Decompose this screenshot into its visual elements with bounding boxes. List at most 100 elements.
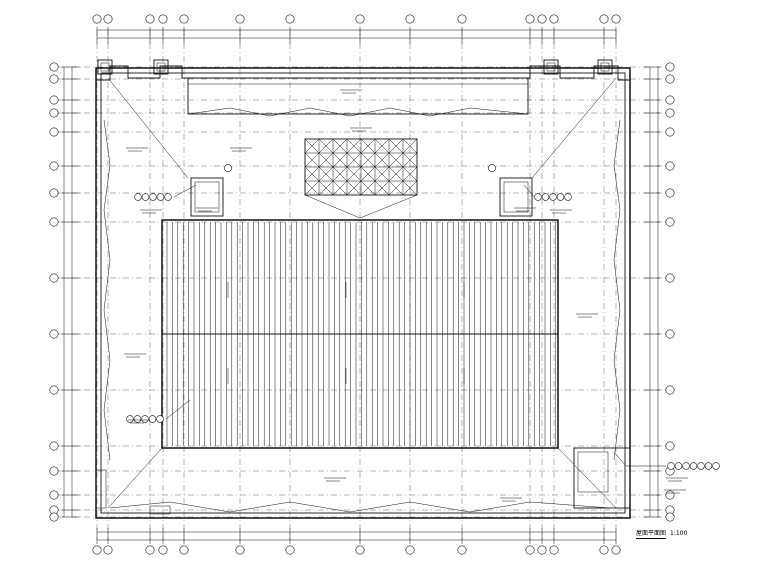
axis-bubble-bottom bbox=[355, 545, 365, 555]
skylight-cell-cross bbox=[374, 152, 390, 168]
axis-bubble-left bbox=[49, 161, 59, 171]
callout-bubble-right-lower bbox=[689, 462, 698, 470]
callout-bubble-left-upper bbox=[134, 193, 142, 201]
main-roof-ribs bbox=[161, 219, 559, 449]
lower-right-room bbox=[95, 447, 631, 515]
axis-bubble-top bbox=[599, 14, 609, 24]
axis-bubble-right bbox=[665, 329, 675, 339]
callout-bubble-right-lower bbox=[697, 462, 705, 470]
callout-bubble-left-lower bbox=[133, 415, 142, 423]
axis-bubble-bottom bbox=[145, 545, 155, 555]
skylight-cell-cross bbox=[318, 166, 334, 182]
axis-bubble-right bbox=[665, 108, 675, 118]
dimension-lines bbox=[62, 27, 660, 544]
axis-bubble-left bbox=[49, 74, 59, 84]
skylight-grid bbox=[304, 138, 418, 196]
corner-details bbox=[97, 59, 613, 75]
skylight-cell-cross bbox=[388, 180, 404, 196]
axis-bubble-top bbox=[549, 14, 559, 24]
callout-bubble-right-lower bbox=[667, 462, 675, 470]
callout-bubble-right-lower bbox=[704, 462, 713, 470]
axis-bubble-top bbox=[145, 14, 155, 24]
axis-bubble-bottom bbox=[285, 545, 295, 555]
axis-bubble-right bbox=[665, 273, 675, 283]
skylight-cell-cross bbox=[304, 152, 320, 168]
skylight-cell-cross bbox=[388, 138, 404, 154]
axis-bubble-bottom bbox=[235, 545, 245, 555]
skylight-cell-cross bbox=[374, 138, 390, 154]
axis-bubble-bottom bbox=[611, 545, 621, 555]
callout-bubble-right-upper bbox=[556, 193, 565, 201]
axis-bubble-right bbox=[665, 74, 675, 84]
axis-bubble-bottom bbox=[179, 545, 189, 555]
axis-grid-lines bbox=[58, 30, 668, 540]
axis-bubble-bottom bbox=[158, 545, 168, 555]
skylight-cell-cross bbox=[360, 152, 376, 168]
callout-bubble-left-lower bbox=[156, 415, 164, 423]
skylight-cell-cross bbox=[332, 152, 348, 168]
axis-bubble-left bbox=[49, 217, 59, 227]
skylight-cell-cross bbox=[318, 138, 334, 154]
axis-bubble-top bbox=[92, 14, 102, 24]
axis-bubble-bottom bbox=[549, 545, 559, 555]
axis-bubble-top bbox=[235, 14, 245, 24]
annotation-marks bbox=[124, 89, 688, 502]
skylight-cell-cross bbox=[346, 166, 362, 182]
axis-bubble-left bbox=[49, 127, 59, 137]
axis-bubble-right bbox=[665, 217, 675, 227]
skylight-cell-cross bbox=[402, 180, 418, 196]
skylight-cell-cross bbox=[318, 152, 334, 168]
axis-bubble-left bbox=[49, 441, 59, 451]
axis-bubble-right bbox=[665, 161, 675, 171]
axis-bubble-right bbox=[665, 512, 675, 522]
axis-bubble-top bbox=[405, 14, 415, 24]
axis-bubble-top bbox=[525, 14, 535, 24]
callout-bubbles bbox=[126, 164, 720, 470]
callout-bubble-left-upper bbox=[141, 193, 150, 201]
axis-bubbles bbox=[49, 14, 675, 555]
callout-bubble-right-upper bbox=[549, 193, 557, 201]
axis-bubble-left bbox=[49, 329, 59, 339]
axis-bubble-right bbox=[665, 490, 675, 500]
axis-bubble-left bbox=[49, 108, 59, 118]
skylight-cell-cross bbox=[388, 166, 404, 182]
callout-bubble-left-lower bbox=[148, 415, 157, 423]
title-block: 屋面平面图 1:100 bbox=[636, 528, 687, 539]
section-marker bbox=[224, 164, 232, 172]
axis-bubble-right bbox=[665, 188, 675, 198]
drawing-scale: 1:100 bbox=[670, 530, 688, 537]
section-marker bbox=[488, 164, 496, 172]
skylight-cell-cross bbox=[346, 180, 362, 196]
axis-bubble-top bbox=[285, 14, 295, 24]
callout-bubble-left-lower bbox=[141, 415, 149, 423]
skylight-cell-cross bbox=[332, 166, 348, 182]
callout-leader bbox=[173, 184, 197, 198]
axis-bubble-right bbox=[665, 441, 675, 451]
callout-bubble-right-lower bbox=[682, 462, 690, 470]
skylight-cell-cross bbox=[332, 138, 348, 154]
skylight-cell-cross bbox=[360, 166, 376, 182]
drainage-slope-lines bbox=[103, 77, 621, 513]
axis-bubble-top bbox=[457, 14, 467, 24]
skylight-slope bbox=[304, 194, 418, 219]
axis-bubble-left bbox=[49, 512, 59, 522]
callout-bubble-left-upper bbox=[164, 193, 172, 201]
top-canopy bbox=[187, 77, 529, 117]
skylight-cell-cross bbox=[304, 166, 320, 182]
roof-boxes bbox=[190, 177, 533, 217]
callout-leader bbox=[165, 399, 191, 420]
axis-bubble-bottom bbox=[405, 545, 415, 555]
skylight-cell-cross bbox=[402, 166, 418, 182]
axis-bubble-bottom bbox=[537, 545, 547, 555]
axis-bubble-bottom bbox=[457, 545, 467, 555]
skylight-cell-cross bbox=[346, 138, 362, 154]
callout-bubble-right-upper bbox=[564, 193, 572, 201]
skylight-cell-cross bbox=[402, 138, 418, 154]
axis-bubble-top bbox=[103, 14, 113, 24]
axis-bubble-left bbox=[49, 385, 59, 395]
axis-bubble-top bbox=[537, 14, 547, 24]
axis-bubble-bottom bbox=[92, 545, 102, 555]
axis-bubble-top bbox=[158, 14, 168, 24]
skylight-cell-cross bbox=[346, 152, 362, 168]
